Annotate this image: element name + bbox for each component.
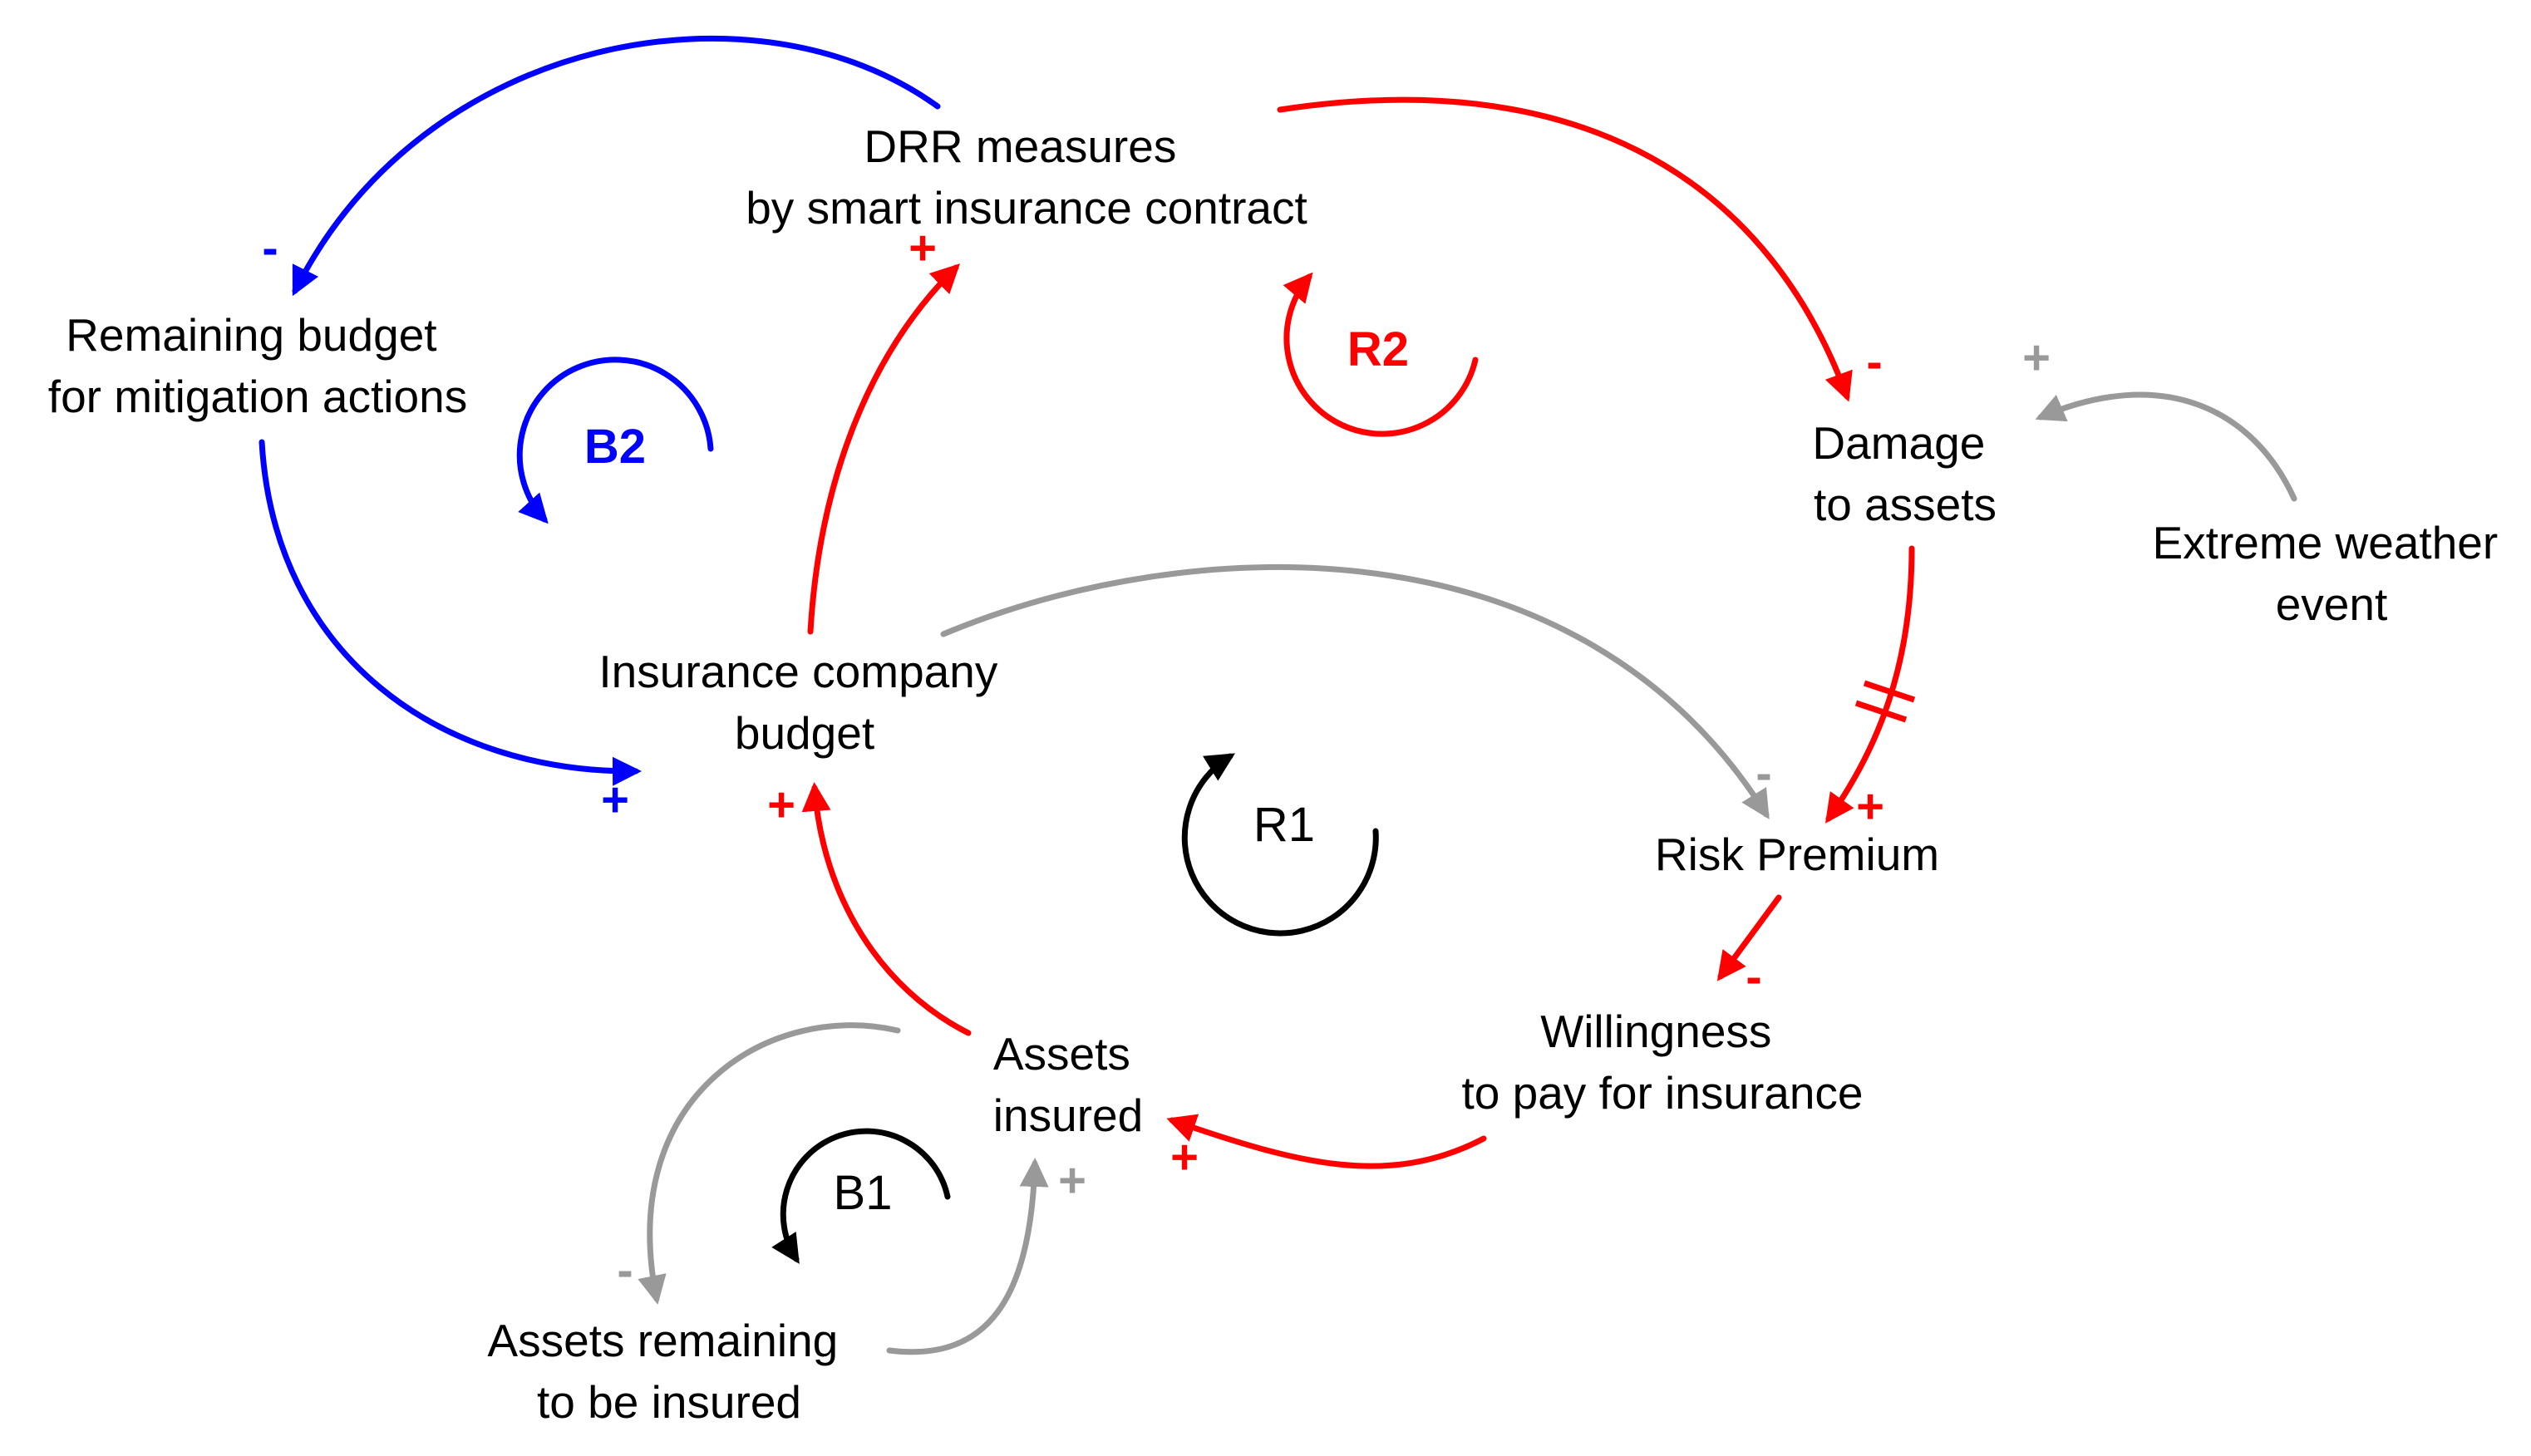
node-drr-measures-line-1: DRR measures — [864, 121, 1176, 172]
node-damage-to-assets-line-2: to assets — [1814, 479, 1997, 530]
sign-assets-to-budget: + — [767, 778, 795, 832]
sign-drr-to-remaining: - — [262, 221, 278, 275]
sign-remaining-to-assets: + — [1058, 1153, 1086, 1208]
link-insurance-budget-to-drr — [807, 263, 960, 635]
sign-drr-to-damage: - — [1866, 335, 1882, 389]
node-risk-premium: Risk Premium — [1655, 829, 1939, 880]
node-extreme-weather: Extreme weather event — [2152, 517, 2510, 630]
delay-mark — [1854, 680, 1916, 723]
loop-arrow-b1 — [771, 1128, 951, 1264]
loop-label-b1: B1 — [834, 1166, 893, 1220]
loop-arrow-r2 — [1283, 272, 1479, 437]
node-extreme-weather-line-1: Extreme weather — [2152, 517, 2498, 568]
sign-remaining-to-budget: + — [601, 773, 629, 827]
node-remaining-budget-line-2: for mitigation actions — [48, 371, 467, 422]
sign-assets-to-remaining: - — [617, 1243, 633, 1297]
link-insurance-budget-to-premium — [940, 564, 1770, 819]
loop-label-r2: R2 — [1347, 322, 1409, 376]
sign-premium-to-willingness: - — [1746, 950, 1761, 1004]
node-assets-remaining-line-2: to be insured — [537, 1376, 801, 1428]
sign-damage-to-premium: + — [1856, 780, 1884, 834]
node-drr-measures: DRR measures by smart insurance contract — [746, 121, 1307, 234]
node-willingness-line-1: Willingness — [1540, 1006, 1771, 1057]
node-risk-premium-line-1: Risk Premium — [1655, 829, 1939, 880]
sign-budget-to-premium: - — [1755, 746, 1771, 800]
link-willingness-to-assets-insured — [1166, 1114, 1487, 1169]
node-assets-insured-line-2: insured — [993, 1090, 1143, 1141]
loop-label-b2: B2 — [584, 420, 646, 474]
node-assets-remaining: Assets remaining to be insured — [487, 1315, 850, 1428]
node-extreme-weather-line-2: event — [2276, 578, 2388, 630]
link-premium-to-willingness — [1716, 894, 1782, 981]
loop-label-r1: R1 — [1253, 798, 1315, 852]
link-remaining-budget-to-insurance-budget — [259, 439, 642, 786]
loop-arrow-r1 — [1181, 753, 1379, 937]
node-assets-insured: Assets insured — [993, 1028, 1143, 1141]
sign-willingness-to-assets: + — [1170, 1130, 1199, 1184]
node-insurance-company-budget-line-2: budget — [735, 707, 874, 759]
link-assets-insured-to-insurance-budget — [801, 782, 972, 1036]
node-assets-remaining-line-1: Assets remaining — [487, 1315, 838, 1366]
node-willingness: Willingness to pay for insurance — [1461, 1006, 1863, 1119]
link-assets-remaining-to-assets-insured — [886, 1158, 1049, 1355]
node-damage-to-assets-line-1: Damage — [1812, 417, 1985, 469]
link-weather-to-damage — [2035, 391, 2297, 502]
sign-budget-to-drr: + — [909, 221, 937, 275]
node-assets-insured-line-1: Assets — [993, 1028, 1130, 1080]
link-assets-insured-to-assets-remaining — [638, 1022, 901, 1305]
link-drr-to-damage — [1277, 96, 1853, 402]
sign-weather-to-damage: + — [2022, 331, 2051, 385]
node-insurance-company-budget: Insurance company budget — [598, 646, 1010, 759]
node-remaining-budget: Remaining budget for mitigation actions — [48, 309, 467, 422]
node-insurance-company-budget-line-1: Insurance company — [598, 646, 997, 697]
link-drr-to-remaining-budget — [292, 35, 941, 297]
node-remaining-budget-line-1: Remaining budget — [66, 309, 436, 361]
node-damage-to-assets: Damage to assets — [1812, 417, 1997, 530]
loop-arrow-b2 — [516, 357, 714, 524]
node-drr-measures-line-2: by smart insurance contract — [746, 182, 1307, 234]
link-damage-to-premium — [1824, 545, 1915, 824]
node-willingness-line-2: to pay for insurance — [1461, 1067, 1863, 1119]
